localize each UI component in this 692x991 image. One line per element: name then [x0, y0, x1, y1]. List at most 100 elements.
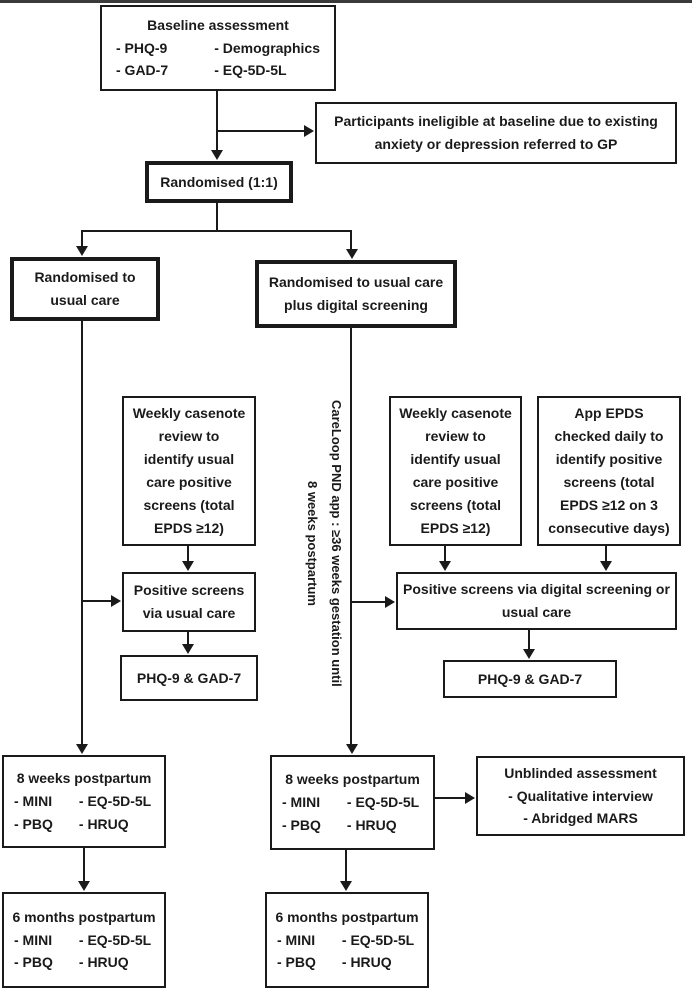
flow-line	[345, 850, 347, 883]
list-item: - Abridged MARS	[523, 810, 638, 827]
unblinded-assessment-box: Unblinded assessment - Qualitative inter…	[476, 756, 685, 836]
arrow-down-icon	[76, 246, 88, 256]
list-item: - EQ-5D-5L	[78, 931, 152, 948]
box-line: screens (total	[143, 497, 235, 513]
arrow-down-icon	[182, 561, 194, 571]
positive-screens-digital-box: Positive screens via digital screening o…	[396, 572, 677, 630]
phq-gad-left-box: PHQ-9 & GAD-7	[120, 655, 258, 701]
box-line: Weekly casenote	[132, 405, 246, 421]
flow-line	[217, 130, 309, 132]
box-line: App EPDS	[574, 405, 644, 421]
ineligible-referral-box: Participants ineligible at baseline due …	[315, 102, 677, 164]
list-item: - HRUQ	[346, 816, 397, 833]
baseline-items: - PHQ-9 - GAD-7 - Demographics - EQ-5D-5…	[102, 37, 334, 82]
arrow-right-icon	[304, 125, 314, 137]
box-line: identify positive	[555, 451, 663, 467]
baseline-assessment-box: Baseline assessment - PHQ-9 - GAD-7 - De…	[100, 5, 336, 91]
arrow-down-icon	[211, 150, 223, 160]
list-item: - Demographics	[214, 39, 320, 56]
box-text: Randomised to usual care plus digital sc…	[268, 274, 444, 313]
weekly-casenote-mid-box: Weekly casenote review to identify usual…	[389, 396, 522, 546]
list-item: - EQ-5D-5L	[346, 794, 420, 811]
flow-line	[350, 230, 352, 252]
arrow-down-icon	[182, 644, 194, 654]
app-epds-box: App EPDS checked daily to identify posit…	[537, 396, 681, 546]
list-item: - Qualitative interview	[508, 787, 653, 804]
baseline-col2: - Demographics - EQ-5D-5L	[214, 37, 320, 82]
careloop-app-vertical-label: CareLoop PND app : ≥36 weeks gestation u…	[300, 378, 348, 708]
mo6-left-col1: - MINI - PBQ	[14, 929, 53, 974]
arm-usual-care-box: Randomised to usual care	[10, 257, 160, 321]
arrow-right-icon	[465, 792, 475, 804]
list-item: - HRUQ	[78, 954, 129, 971]
box-title: Unblinded assessment	[504, 764, 657, 781]
flow-line	[435, 797, 467, 799]
wk8-right-col1: - MINI - PBQ	[282, 791, 321, 836]
arm-digital-screening-box: Randomised to usual care plus digital sc…	[255, 260, 457, 328]
box-text: Randomised (1:1)	[160, 173, 278, 190]
vertical-label-line1: CareLoop PND app : ≥36 weeks gestation u…	[329, 399, 344, 687]
flow-line	[81, 230, 352, 232]
flow-line	[187, 546, 189, 563]
box-title: 8 weeks postpartum	[16, 770, 152, 787]
box-title: 6 months postpartum	[12, 908, 156, 925]
randomised-box: Randomised (1:1)	[145, 161, 293, 203]
wk8-left-col1: - MINI - PBQ	[14, 790, 53, 835]
mo6-postpartum-left-box: 6 months postpartum - MINI - PBQ - EQ-5D…	[2, 892, 166, 988]
flow-line	[350, 326, 352, 747]
list-item: - GAD-7	[116, 62, 169, 79]
list-item: - EQ-5D-5L	[78, 793, 152, 810]
flow-line	[83, 848, 85, 883]
mo6-right-col2: - EQ-5D-5L - HRUQ	[342, 929, 414, 974]
arrow-down-icon	[346, 249, 358, 259]
box-text: Randomised to usual care	[34, 269, 136, 308]
box-title: 6 months postpartum	[275, 908, 419, 925]
list-item: - EQ-5D-5L	[341, 931, 415, 948]
flow-line	[528, 630, 530, 651]
list-item: - PBQ	[14, 815, 53, 832]
figure-bottom-rule	[0, 0, 692, 3]
weekly-casenote-left-box: Weekly casenote review to identify usual…	[122, 396, 256, 546]
list-item: - PBQ	[14, 954, 53, 971]
arrow-down-icon	[439, 561, 451, 571]
list-item: - PBQ	[282, 816, 321, 833]
wk8-right-items: - MINI - PBQ - EQ-5D-5L - HRUQ	[272, 791, 433, 836]
arrow-right-icon	[111, 595, 121, 607]
box-line: care positive	[412, 474, 499, 490]
wk8-left-col2: - EQ-5D-5L - HRUQ	[79, 790, 151, 835]
wk8-right-col2: - EQ-5D-5L - HRUQ	[347, 791, 419, 836]
box-line: review to	[425, 428, 486, 444]
flow-line	[216, 90, 218, 154]
list-item: - HRUQ	[78, 815, 129, 832]
arrow-right-icon	[385, 596, 395, 608]
list-item: - MINI	[14, 931, 53, 948]
box-text: PHQ-9 & GAD-7	[136, 669, 242, 686]
flow-line	[605, 546, 607, 563]
mo6-left-col2: - EQ-5D-5L - HRUQ	[79, 929, 151, 974]
wk8-postpartum-left-box: 8 weeks postpartum - MINI - PBQ - EQ-5D-…	[2, 755, 166, 848]
list-item: - MINI	[282, 794, 321, 811]
flow-line	[351, 601, 387, 603]
wk8-left-items: - MINI - PBQ - EQ-5D-5L - HRUQ	[4, 790, 164, 835]
box-line: care positive	[146, 474, 232, 490]
arrow-down-icon	[523, 649, 535, 659]
arrow-down-icon	[600, 561, 612, 571]
box-line: EPDS ≥12)	[420, 520, 491, 536]
box-title: Baseline assessment	[147, 16, 289, 33]
box-line: screens (total	[409, 497, 502, 513]
box-line: EPDS ≥12)	[154, 520, 224, 536]
box-text: Participants ineligible at baseline due …	[334, 113, 658, 152]
baseline-col1: - PHQ-9 - GAD-7	[116, 37, 168, 82]
list-item: - MINI	[277, 931, 316, 948]
box-line: identify usual	[143, 451, 235, 467]
wk8-postpartum-right-box: 8 weeks postpartum - MINI - PBQ - EQ-5D-…	[270, 755, 435, 850]
list-item: - PBQ	[277, 954, 316, 971]
list-item: - PHQ-9	[116, 39, 168, 56]
box-line: review to	[158, 428, 220, 444]
box-text: Positive screens via usual care	[133, 582, 245, 621]
arrow-down-icon	[340, 881, 352, 891]
flow-line	[81, 319, 83, 747]
flow-line	[81, 230, 83, 249]
mo6-left-items: - MINI - PBQ - EQ-5D-5L - HRUQ	[4, 929, 164, 974]
